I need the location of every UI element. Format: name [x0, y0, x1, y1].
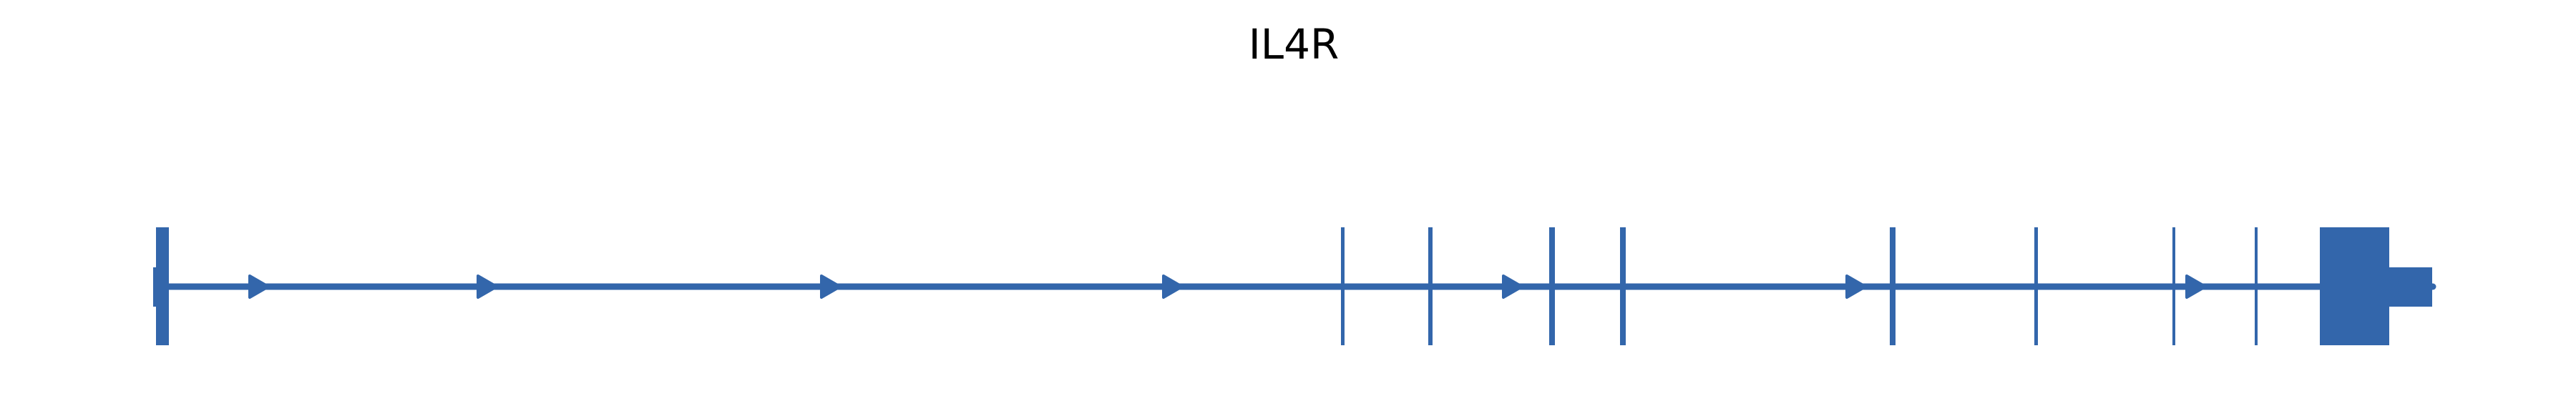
- exon: [2034, 227, 2038, 345]
- strand-arrow: [1502, 274, 1523, 299]
- utr-3prime: [2389, 267, 2432, 307]
- strand-arrow: [1845, 274, 1867, 299]
- exon: [2255, 227, 2258, 345]
- gene-title: IL4R: [1248, 20, 1340, 69]
- exon: [1428, 227, 1433, 345]
- exon: [1890, 227, 1896, 345]
- strand-arrow: [1162, 274, 1184, 299]
- strand-arrow: [2185, 274, 2207, 299]
- exon: [1341, 227, 1345, 345]
- strand-arrow: [477, 274, 498, 299]
- utr-5prime: [153, 267, 157, 307]
- intron-line: [153, 283, 2433, 290]
- exon: [2172, 227, 2175, 345]
- strand-arrow: [248, 274, 270, 299]
- exon: [156, 227, 169, 345]
- exon: [1620, 227, 1626, 345]
- strand-arrow: [820, 274, 841, 299]
- exon: [2320, 227, 2389, 345]
- exon: [1549, 227, 1555, 345]
